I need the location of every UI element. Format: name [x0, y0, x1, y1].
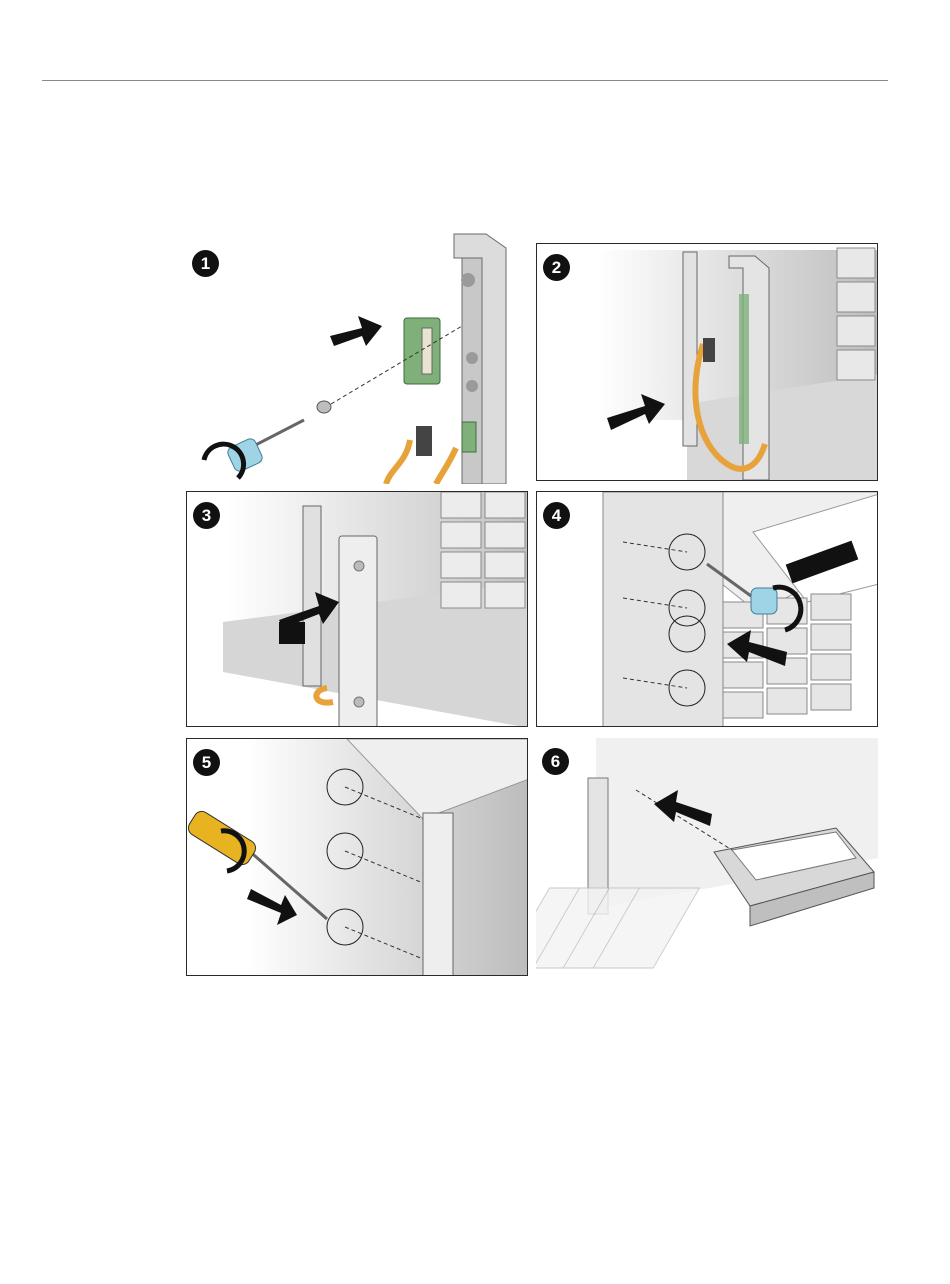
cable-icon — [386, 440, 410, 484]
step-1-badge: 1 — [192, 250, 219, 277]
step-5-panel: 5 — [186, 738, 528, 976]
step-6-panel: 6 — [536, 738, 878, 976]
arrow-icon — [330, 316, 382, 346]
step-2-panel: 2 — [536, 243, 878, 481]
step-6-badge: 6 — [542, 748, 569, 775]
step-2-illustration — [537, 244, 878, 481]
step-3-illustration — [187, 492, 528, 727]
step-1-illustration — [186, 228, 522, 484]
step-4-illustration — [537, 492, 878, 727]
step-4-badge: 4 — [543, 502, 570, 529]
step-4-panel: 4 — [536, 491, 878, 727]
step-5-illustration — [187, 739, 528, 976]
step-3-panel: 3 — [186, 491, 528, 727]
procedure-figure: 1 2 — [186, 228, 878, 976]
step-3-badge: 3 — [193, 502, 220, 529]
bracket-icon — [423, 813, 453, 976]
header-rule — [42, 80, 888, 81]
step-1-panel: 1 — [186, 228, 522, 484]
screwdriver-icon — [751, 588, 777, 614]
step-5-badge: 5 — [193, 749, 220, 776]
step-2-badge: 2 — [543, 254, 570, 281]
step-6-illustration — [536, 738, 878, 976]
